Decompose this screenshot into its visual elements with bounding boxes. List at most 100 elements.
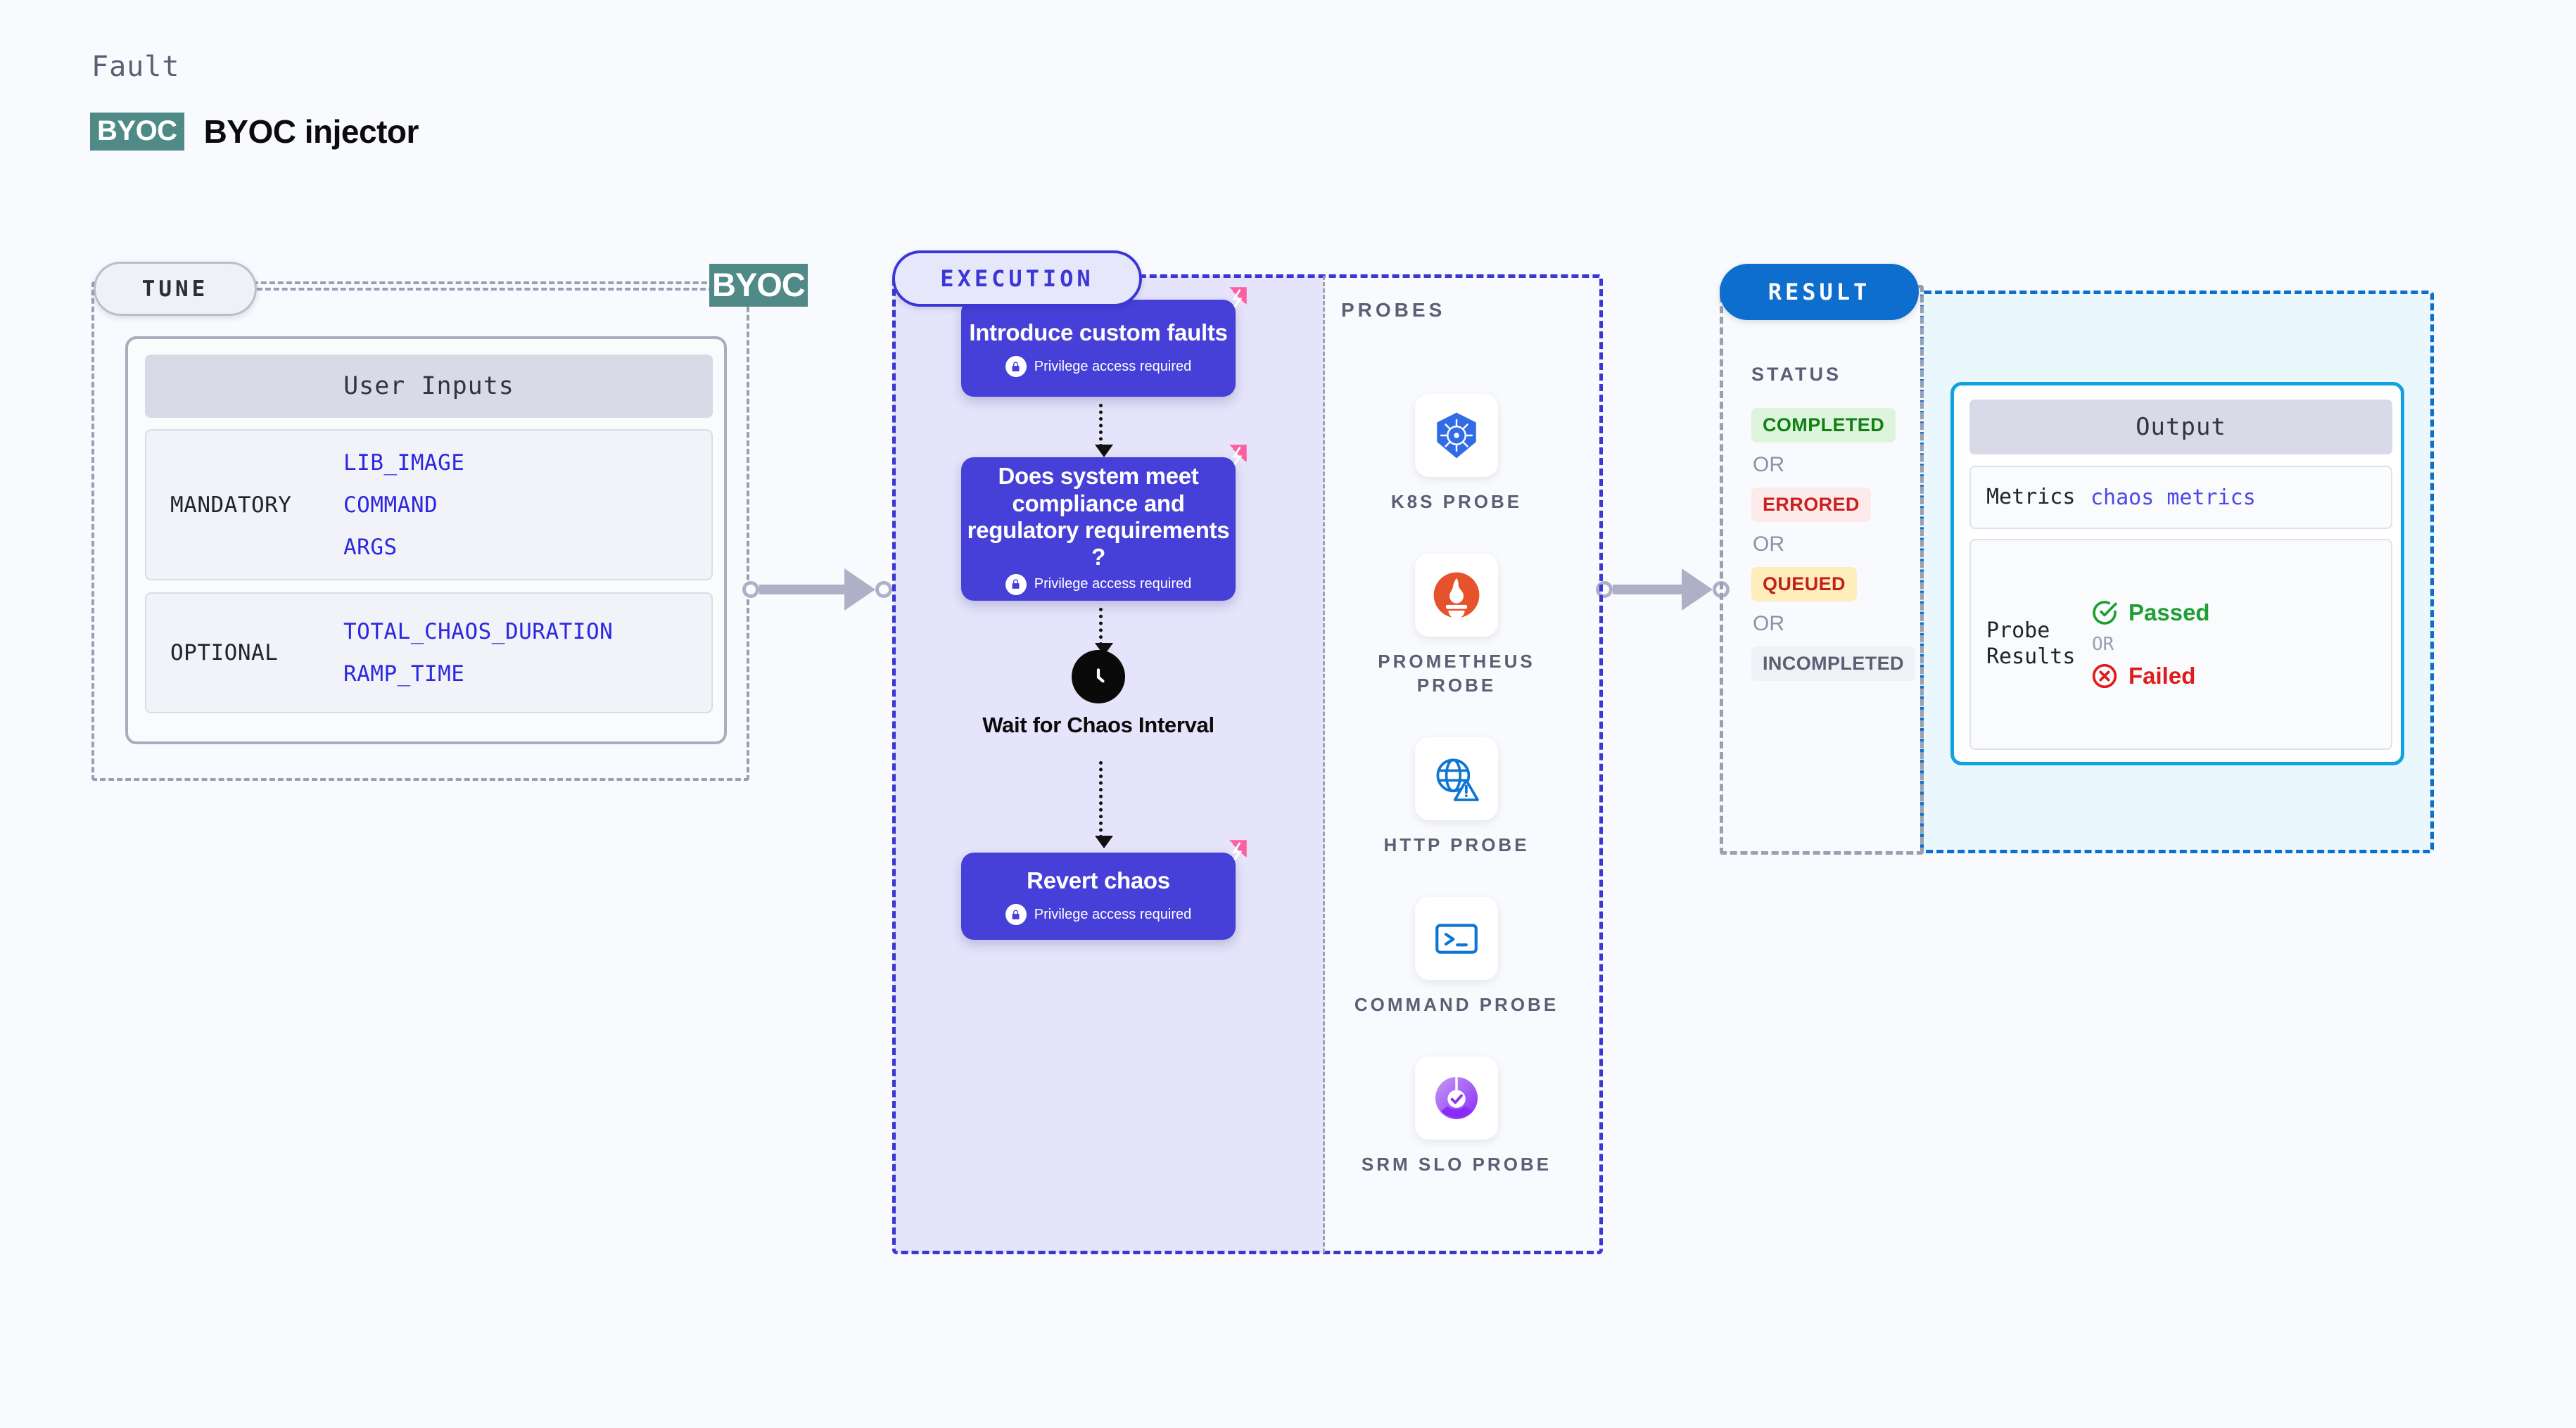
execution-flow: Introduce custom faults Privilege access…	[894, 276, 1324, 1253]
status-label: STATUS	[1751, 364, 1841, 385]
execution-pill[interactable]: EXECUTION	[892, 250, 1142, 307]
probe-label: HTTP PROBE	[1383, 834, 1530, 855]
byoc-badge: BYOC	[90, 113, 184, 151]
probe-item-srm-slo[interactable]: SRM SLO PROBE	[1337, 1057, 1576, 1176]
status-or-1: OR	[1753, 453, 1784, 476]
node-introduce-custom-faults[interactable]: Introduce custom faults Privilege access…	[961, 287, 1247, 397]
mandatory-group: MANDATORY LIB_IMAGE COMMAND ARGS	[145, 429, 713, 580]
metrics-value: chaos metrics	[2090, 485, 2256, 510]
probe-tile	[1415, 1057, 1498, 1140]
input-total-chaos-duration: TOTAL_CHAOS_DURATION	[343, 619, 614, 644]
probe-item-prometheus[interactable]: PROMETHEUS PROBE	[1337, 554, 1576, 697]
mandatory-label: MANDATORY	[170, 492, 292, 518]
tune-top-connector	[257, 288, 714, 291]
probe-tile	[1415, 897, 1498, 981]
probe-label: K8S PROBE	[1390, 491, 1523, 512]
input-lib-image: LIB_IMAGE	[343, 450, 465, 476]
probe-item-k8s[interactable]: K8S PROBE	[1337, 394, 1576, 514]
privilege-text: Privilege access required	[1034, 358, 1192, 374]
privilege-text: Privilege access required	[1034, 576, 1192, 592]
flow-arrow-3	[1095, 761, 1113, 848]
probe-label: COMMAND PROBE	[1354, 994, 1559, 1016]
execution-region	[892, 274, 1603, 1254]
status-badge-errored: ERRORED	[1751, 487, 1871, 522]
http-globe-icon	[1436, 758, 1479, 801]
status-or-3: OR	[1753, 612, 1784, 635]
wait-for-chaos-interval-label: Wait for Chaos Interval	[982, 713, 1214, 737]
result-pill[interactable]: RESULT	[1720, 264, 1919, 320]
page-title-row: BYOC BYOC injector	[90, 113, 419, 151]
user-inputs-title: User Inputs	[145, 355, 713, 418]
page-title: BYOC injector	[203, 113, 419, 150]
connector-bar	[1613, 585, 1683, 594]
tune-region	[91, 281, 749, 781]
output-title: Output	[1969, 400, 2392, 454]
probe-item-command[interactable]: COMMAND PROBE	[1337, 897, 1576, 1016]
input-args: ARGS	[343, 534, 398, 560]
output-metrics-row: Metrics chaos metrics	[1969, 466, 2392, 529]
status-badge-completed: COMPLETED	[1751, 408, 1896, 442]
node-title: Revert chaos	[1027, 867, 1170, 893]
node-revert-chaos[interactable]: Revert chaos Privilege access required	[961, 840, 1247, 940]
output-probe-results-row: Probe Results Passed OR Failed	[1969, 539, 2392, 750]
user-inputs-card: User Inputs MANDATORY LIB_IMAGE COMMAND …	[125, 336, 727, 744]
node-title: Does system meet compliance and regulato…	[967, 463, 1230, 570]
connector-start-dot	[742, 581, 759, 598]
probes-section-label: PROBES	[1341, 299, 1446, 321]
page-eyebrow: Fault	[91, 51, 180, 83]
node-privilege-note: Privilege access required	[1005, 573, 1192, 595]
connector-tune-to-execution	[742, 568, 892, 611]
connector-bar	[759, 585, 846, 594]
flow-arrow-2	[1095, 608, 1113, 656]
mandatory-values: LIB_IMAGE COMMAND ARGS	[343, 450, 464, 560]
clock-icon	[1072, 650, 1125, 703]
harness-logo-icon	[1229, 445, 1247, 465]
node-privilege-note: Privilege access required	[1005, 904, 1191, 926]
lock-icon	[1005, 573, 1027, 595]
connector-arrow-head	[1682, 568, 1713, 611]
probes-list: K8S PROBE PROMETHEUS PROBE	[1337, 394, 1576, 1217]
node-title: Introduce custom faults	[969, 319, 1228, 345]
probe-label: SRM SLO PROBE	[1361, 1154, 1552, 1175]
status-or-2: OR	[1753, 533, 1784, 556]
flow-arrow-1	[1095, 404, 1113, 457]
probe-results-key: Probe Results	[1986, 618, 2076, 669]
harness-logo-icon	[1229, 840, 1247, 860]
optional-label: OPTIONAL	[170, 640, 279, 665]
node-privilege-note: Privilege access required	[1005, 356, 1192, 378]
probe-item-http[interactable]: HTTP PROBE	[1337, 737, 1576, 857]
failed-label: Failed	[2128, 663, 2196, 689]
kubernetes-icon	[1437, 412, 1476, 459]
status-badge-incompleted: INCOMPLETED	[1751, 646, 1915, 681]
optional-group: OPTIONAL TOTAL_CHAOS_DURATION RAMP_TIME	[145, 592, 713, 713]
probe-result-or: OR	[2092, 634, 2114, 655]
probe-tile	[1415, 737, 1498, 820]
passed-label: Passed	[2128, 599, 2210, 625]
x-circle-icon	[2092, 663, 2117, 689]
terminal-icon	[1435, 924, 1478, 954]
tune-pill[interactable]: TUNE	[94, 262, 257, 316]
connector-end-dot	[875, 581, 892, 598]
prometheus-icon	[1433, 572, 1480, 619]
lock-icon	[1005, 904, 1027, 926]
probes-divider	[1323, 276, 1325, 1253]
probe-tile	[1415, 554, 1498, 637]
input-command: COMMAND	[343, 492, 438, 518]
harness-logo-icon	[1229, 287, 1247, 307]
execution-background	[894, 276, 1324, 1253]
node-compliance-check[interactable]: Does system meet compliance and regulato…	[961, 445, 1247, 601]
connector-start-dot	[1596, 581, 1613, 598]
probe-results-values: Passed OR Failed	[2090, 599, 2210, 690]
status-list: COMPLETED OR ERRORED OR QUEUED OR INCOMP…	[1751, 408, 1934, 681]
metrics-key: Metrics	[1986, 484, 2076, 509]
lock-icon	[1005, 356, 1027, 378]
optional-values: TOTAL_CHAOS_DURATION RAMP_TIME	[343, 619, 613, 687]
probe-tile	[1415, 394, 1498, 477]
srm-slo-icon	[1435, 1077, 1478, 1120]
connector-arrow-head	[844, 568, 875, 611]
probe-label: PROMETHEUS PROBE	[1378, 651, 1535, 696]
status-badge-queued: QUEUED	[1751, 567, 1857, 601]
input-ramp-time: RAMP_TIME	[343, 661, 465, 687]
byoc-tag: BYOC	[709, 264, 808, 307]
